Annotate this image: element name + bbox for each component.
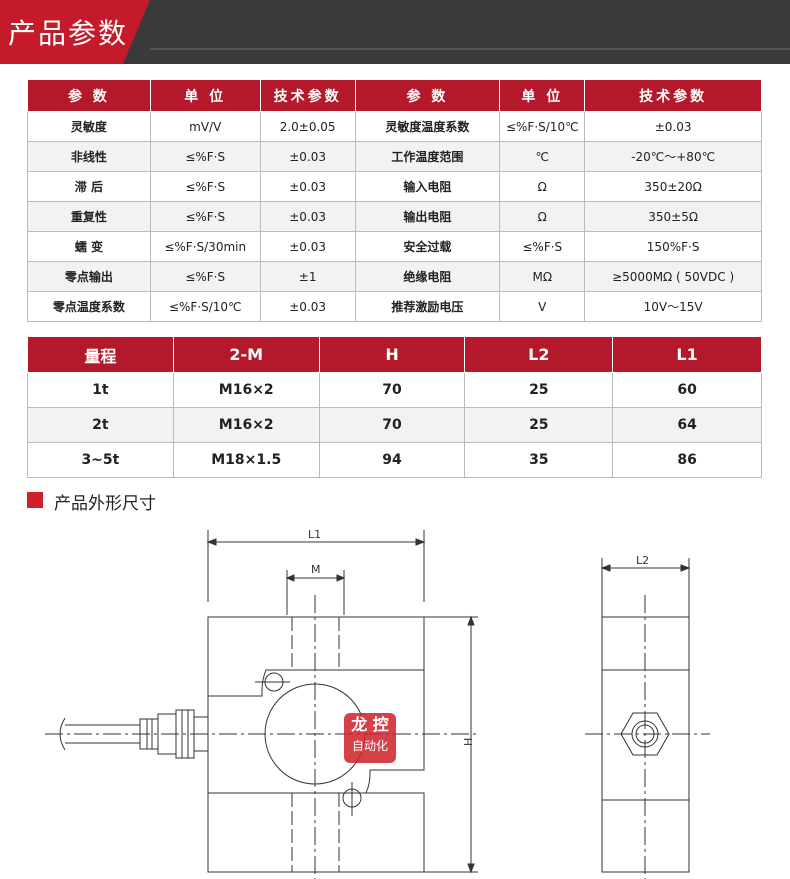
table-cell: ≤%F·S/10℃ (499, 111, 586, 142)
table-cell: 70 (318, 372, 466, 408)
table-cell: 灵敏度温度系数 (354, 111, 501, 142)
label-l1: L1 (308, 528, 321, 541)
table-cell: 2.0±0.05 (259, 111, 356, 142)
watermark-line2: 自动化 (351, 739, 388, 753)
table-cell: 64 (612, 407, 762, 443)
table-cell: 60 (612, 372, 762, 408)
table-cell: 1t (27, 372, 174, 408)
label-h: H (462, 738, 475, 746)
table-cell: ≤%F·S (149, 261, 261, 292)
table-cell: ±0.03 (259, 201, 356, 232)
table-cell: 2t (27, 407, 174, 443)
column-header: 量程 (27, 336, 174, 373)
label-l2: L2 (636, 554, 649, 567)
column-header: L1 (612, 336, 762, 373)
header-banner: 产品参数 (0, 0, 790, 64)
table-cell: M18×1.5 (172, 442, 320, 478)
column-header: 技术参数 (259, 79, 356, 112)
column-header: 2-M (172, 336, 320, 373)
table-cell: mV/V (149, 111, 261, 142)
table-cell: 零点输出 (27, 261, 151, 292)
table-cell: 重复性 (27, 201, 151, 232)
table-cell: 35 (464, 442, 614, 478)
table-cell: M16×2 (172, 372, 320, 408)
table-cell: 非线性 (27, 141, 151, 172)
table-cell: 绝缘电阻 (354, 261, 501, 292)
column-header: 单 位 (499, 79, 586, 112)
table-cell: ±0.03 (259, 291, 356, 322)
table-cell: ±0.03 (584, 111, 762, 142)
table-cell: Ω (499, 171, 586, 202)
column-header: 参 数 (27, 79, 151, 112)
table-cell: V (499, 291, 586, 322)
table-cell: 86 (612, 442, 762, 478)
table-cell: Ω (499, 201, 586, 232)
table-cell: ≤%F·S/30min (149, 231, 261, 262)
page-title: 产品参数 (8, 17, 129, 50)
table-cell: 25 (464, 407, 614, 443)
banner-divider (150, 48, 790, 50)
table-cell: 零点温度系数 (27, 291, 151, 322)
column-header: 单 位 (149, 79, 261, 112)
table-cell: ±1 (259, 261, 356, 292)
table-cell: 25 (464, 372, 614, 408)
table-cell: 工作温度范围 (354, 141, 501, 172)
column-header: 参 数 (354, 79, 501, 112)
table-cell: ±0.03 (259, 141, 356, 172)
table-cell: 输入电阻 (354, 171, 501, 202)
table-cell: 3~5t (27, 442, 174, 478)
table-cell: ±0.03 (259, 231, 356, 262)
table-cell: ≤%F·S/10℃ (149, 291, 261, 322)
table-cell: 滞 后 (27, 171, 151, 202)
label-m: M (311, 563, 321, 576)
table-cell: 350±5Ω (584, 201, 762, 232)
column-header: L2 (464, 336, 614, 373)
table-cell: ℃ (499, 141, 586, 172)
brand-watermark: 龙 控 自动化 (344, 713, 396, 763)
table-cell: 10V～15V (584, 291, 762, 322)
column-header: 技术参数 (584, 79, 762, 112)
table-cell: 输出电阻 (354, 201, 501, 232)
column-header: H (318, 336, 466, 373)
table-cell: ±0.03 (259, 171, 356, 202)
table-cell: MΩ (499, 261, 586, 292)
table-cell: 蠕 变 (27, 231, 151, 262)
table-cell: 灵敏度 (27, 111, 151, 142)
table-cell: ≤%F·S (149, 171, 261, 202)
table-cell: -20℃～+80℃ (584, 141, 762, 172)
table-cell: ≥5000MΩ ( 50VDC ) (584, 261, 762, 292)
table-cell: 94 (318, 442, 466, 478)
table-cell: M16×2 (172, 407, 320, 443)
table-cell: 150%F·S (584, 231, 762, 262)
table-cell: ≤%F·S (499, 231, 586, 262)
section-marker (27, 492, 43, 508)
dimension-drawing: L1 M H L2 (45, 528, 710, 879)
table-cell: ≤%F·S (149, 141, 261, 172)
table-cell: ≤%F·S (149, 201, 261, 232)
table-cell: 350±20Ω (584, 171, 762, 202)
table-cell: 推荐激励电压 (354, 291, 501, 322)
banner-accent (0, 0, 150, 64)
table-cell: 70 (318, 407, 466, 443)
watermark-line1: 龙 控 (351, 715, 389, 734)
table-cell: 安全过载 (354, 231, 501, 262)
section-title: 产品外形尺寸 (54, 494, 156, 514)
